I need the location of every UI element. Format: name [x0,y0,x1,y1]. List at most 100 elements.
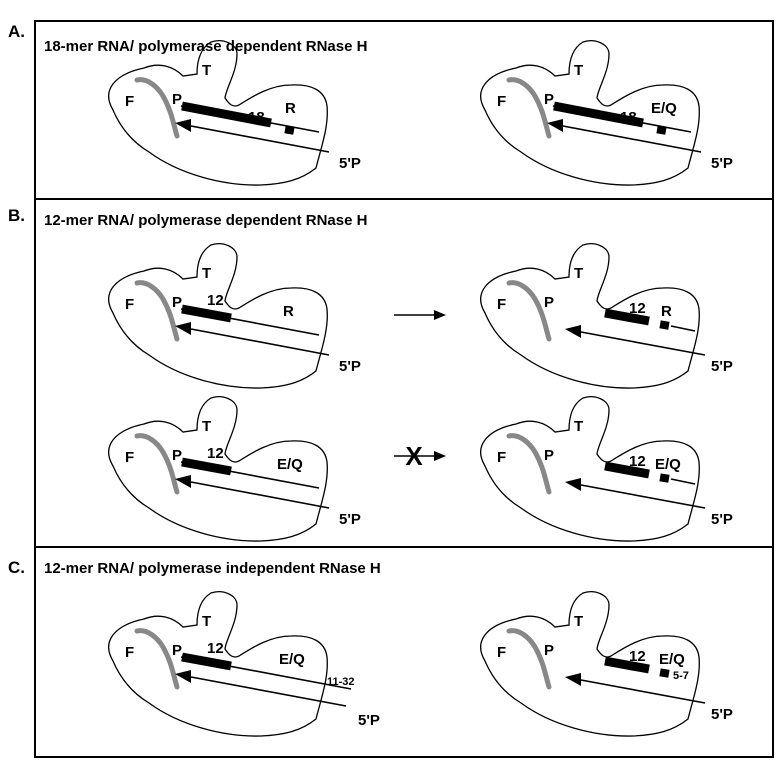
primer-end-label: 5'P [339,358,361,375]
primer-strand [580,484,706,509]
rt-enzyme-outline [108,243,328,389]
rna-length-label: 18 [620,109,637,126]
primer-arrowhead [175,475,191,488]
template-strand [506,628,552,690]
cleaved-fragment [659,473,670,483]
cleaved-fragment [284,125,295,135]
primer-arrowhead [547,119,563,132]
fingers-label: F [497,449,506,466]
template-strand [134,433,180,495]
rt-enzyme-outline [480,243,700,389]
cleaved-fragment [656,125,667,135]
primer-strand [580,331,706,356]
rnase-label: E/Q [279,651,305,668]
rt-enzyme-outline [108,40,328,186]
rnase-label: E/Q [651,100,677,117]
rna-length-label: 18 [248,109,265,126]
primer-end-label: 5'P [339,155,361,172]
dna-strand [670,478,696,485]
thumb-label: T [574,613,583,630]
palm-label: P [544,447,554,464]
rnase-label: E/Q [277,456,303,473]
rna-length-label: 12 [207,640,224,657]
reaction-arrow [394,310,446,320]
panel-a-label: A. [8,22,25,41]
rt-diagram-b4: F P T E/Q 12 5'P [480,396,733,542]
panel-b-label: B. [8,206,25,225]
rt-diagram-b1: F P T R 12 5'P [108,243,361,389]
primer-end-label: 5'P [711,358,733,375]
rt-diagram-b3: F P T E/Q 12 5'P [108,396,361,542]
panel-c-title: 12-mer RNA/ polymerase independent RNase… [44,560,381,577]
fingers-label: F [497,296,506,313]
rnase-label: R [661,303,672,320]
thumb-label: T [202,418,211,435]
primer-end-label: 5'P [711,155,733,172]
primer-arrowhead [175,670,191,683]
thumb-label: T [574,418,583,435]
fingers-label: F [125,449,134,466]
primer-arrowhead [565,325,581,338]
primer-strand [580,679,706,704]
thumb-label: T [574,62,583,79]
palm-label: P [544,91,554,108]
fingers-label: F [125,93,134,110]
cleaved-fragment [659,320,670,330]
panel-b: 12-mer RNA/ polymerase dependent RNase H… [34,198,774,548]
rna-segment [181,101,272,128]
panel-a-svg: F P T R 18 5'P F P T E/Q 18 5'P [108,40,733,186]
rna-length-label: 12 [629,300,646,317]
palm-label: P [544,642,554,659]
rnase-label: R [285,100,296,117]
rt-enzyme-outline [480,396,700,542]
rna-segment [181,652,232,671]
rna-segment [553,101,644,128]
panel-b-svg: F P T R 12 5'P F P T R 12 5'P [108,243,733,542]
primer-strand [190,481,330,509]
cleavage-distance-label: 5-7 [673,670,689,682]
blocked-mark: X [405,441,423,471]
palm-label: P [172,642,182,659]
rna-segment [604,308,650,326]
panel-c-label: C. [8,558,25,577]
rt-enzyme-outline [480,40,700,186]
panel-b-title: 12-mer RNA/ polymerase dependent RNase H [44,212,368,229]
palm-label: P [172,91,182,108]
palm-label: P [172,294,182,311]
dna-strand [670,325,696,332]
template-strand [134,280,180,342]
rt-diagram-a1: F P T R 18 5'P [108,40,361,186]
primer-arrowhead [175,322,191,335]
rna-length-label: 12 [207,292,224,309]
cleavage-distance-label: 11-32 [327,676,355,688]
fingers-label: F [497,644,506,661]
palm-label: P [172,447,182,464]
primer-arrowhead [565,673,581,686]
thumb-label: T [202,613,211,630]
rna-length-label: 12 [207,445,224,462]
template-strand [506,280,552,342]
rt-diagram-b2: F P T R 12 5'P [480,243,733,389]
rna-segment [604,461,650,479]
primer-arrowhead [565,478,581,491]
rna-length-label: 12 [629,453,646,470]
rna-length-label: 12 [629,648,646,665]
primer-end-label: 5'P [339,511,361,528]
rnase-label: E/Q [655,456,681,473]
thumb-label: T [202,62,211,79]
thumb-label: T [202,265,211,282]
template-strand [134,628,180,690]
rna-segment [181,304,232,323]
primer-end-label: 5'P [711,706,733,723]
fingers-label: F [497,93,506,110]
primer-end-label: 5'P [711,511,733,528]
fingers-label: F [125,644,134,661]
rt-diagram-a2: F P T E/Q 18 5'P [480,40,733,186]
template-strand [134,77,180,139]
panel-c: 12-mer RNA/ polymerase independent RNase… [34,546,774,758]
rnase-label: E/Q [659,651,685,668]
rnase-label: R [283,303,294,320]
thumb-label: T [574,265,583,282]
rna-segment [181,457,232,476]
rt-enzyme-outline [108,591,328,737]
